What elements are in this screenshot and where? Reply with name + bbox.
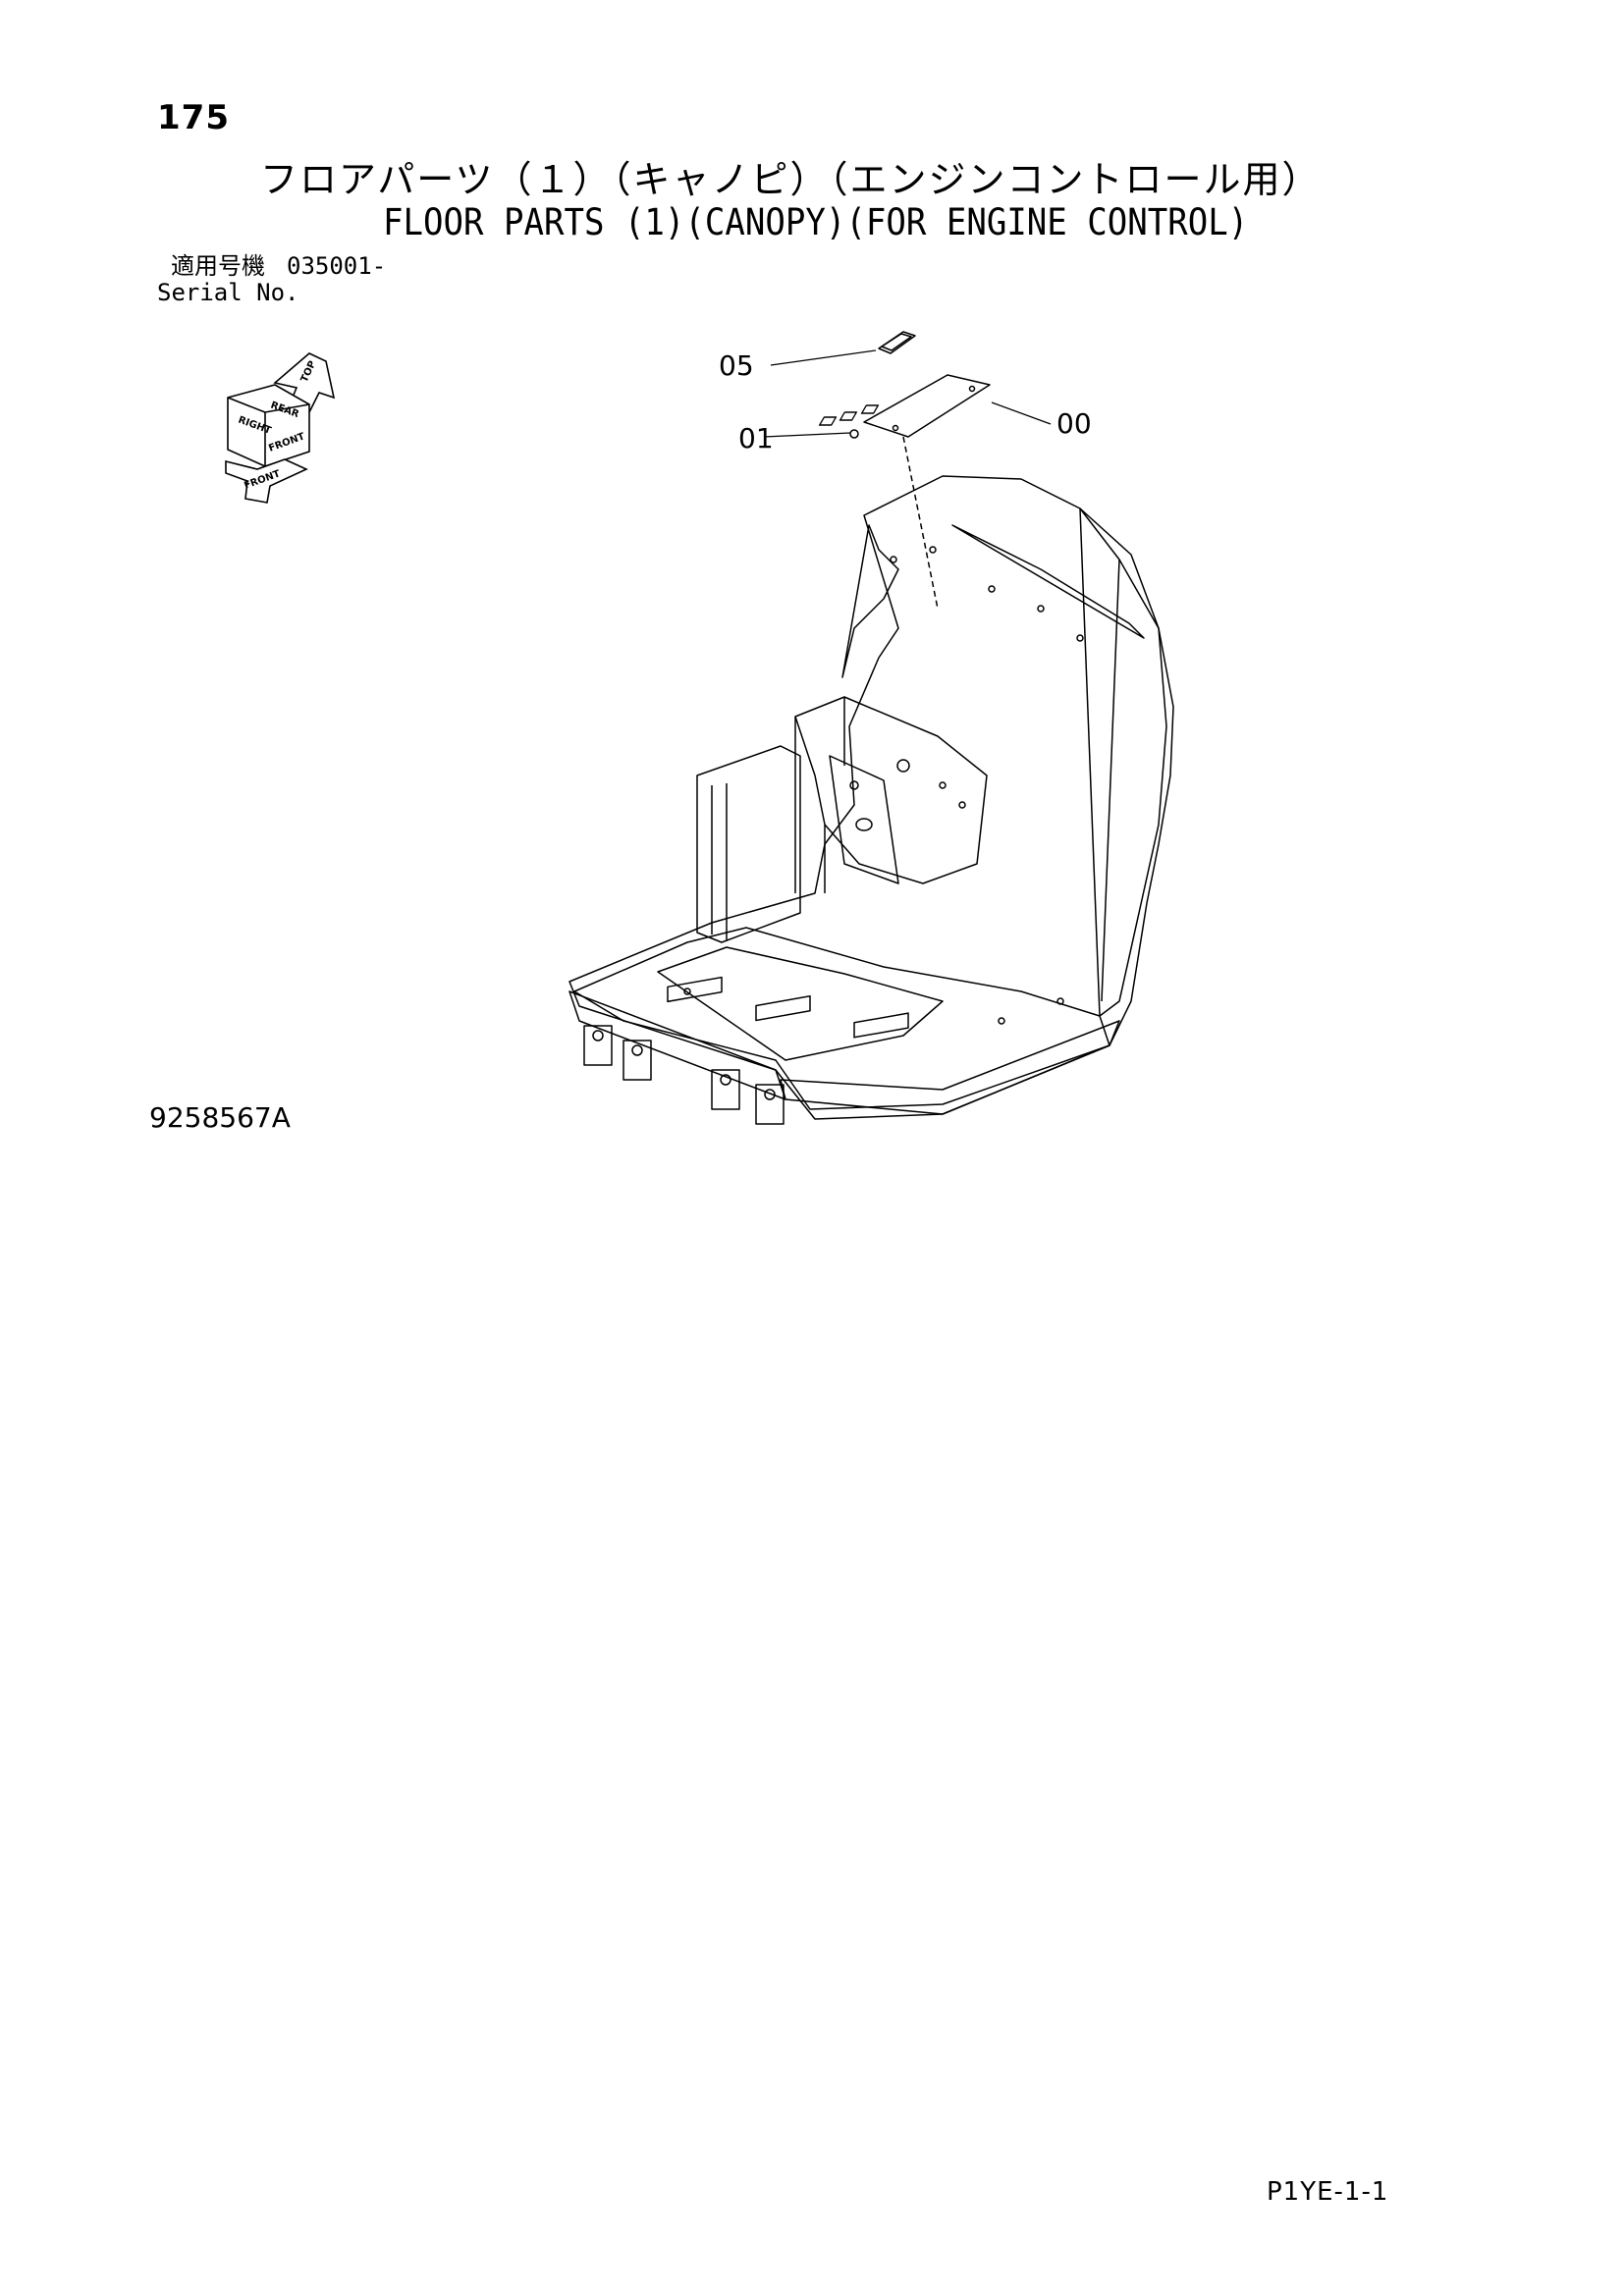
screw-part-01 — [849, 429, 859, 439]
title-japanese: フロアパーツ（１）（キャノピ）（エンジンコントロール用） — [260, 158, 1322, 201]
serial-block: 適用号機 035001- Serial No. — [157, 253, 386, 306]
orientation-arrow-icon: TOP REAR RIGHT FRONT FRONT — [225, 352, 336, 504]
callout-00: 00 — [1056, 407, 1092, 440]
serial-value: 035001- — [287, 252, 387, 280]
callout-05: 05 — [719, 349, 754, 382]
serial-label-en: Serial No. — [157, 279, 299, 306]
reference-code: 9258567A — [149, 1101, 291, 1134]
floor-parts-diagram — [568, 331, 1174, 1125]
cab-frame — [568, 475, 1174, 1125]
control-panel-plate — [818, 374, 991, 438]
page-code: P1YE-1-1 — [1267, 2177, 1389, 2207]
title-english: FLOOR PARTS (1)(CANOPY)(FOR ENGINE CONTR… — [383, 201, 1249, 243]
callout-01: 01 — [738, 422, 774, 454]
page-number: 175 — [157, 98, 230, 137]
serial-label-jp: 適用号機 — [171, 252, 265, 280]
seal-part-05 — [878, 331, 916, 354]
